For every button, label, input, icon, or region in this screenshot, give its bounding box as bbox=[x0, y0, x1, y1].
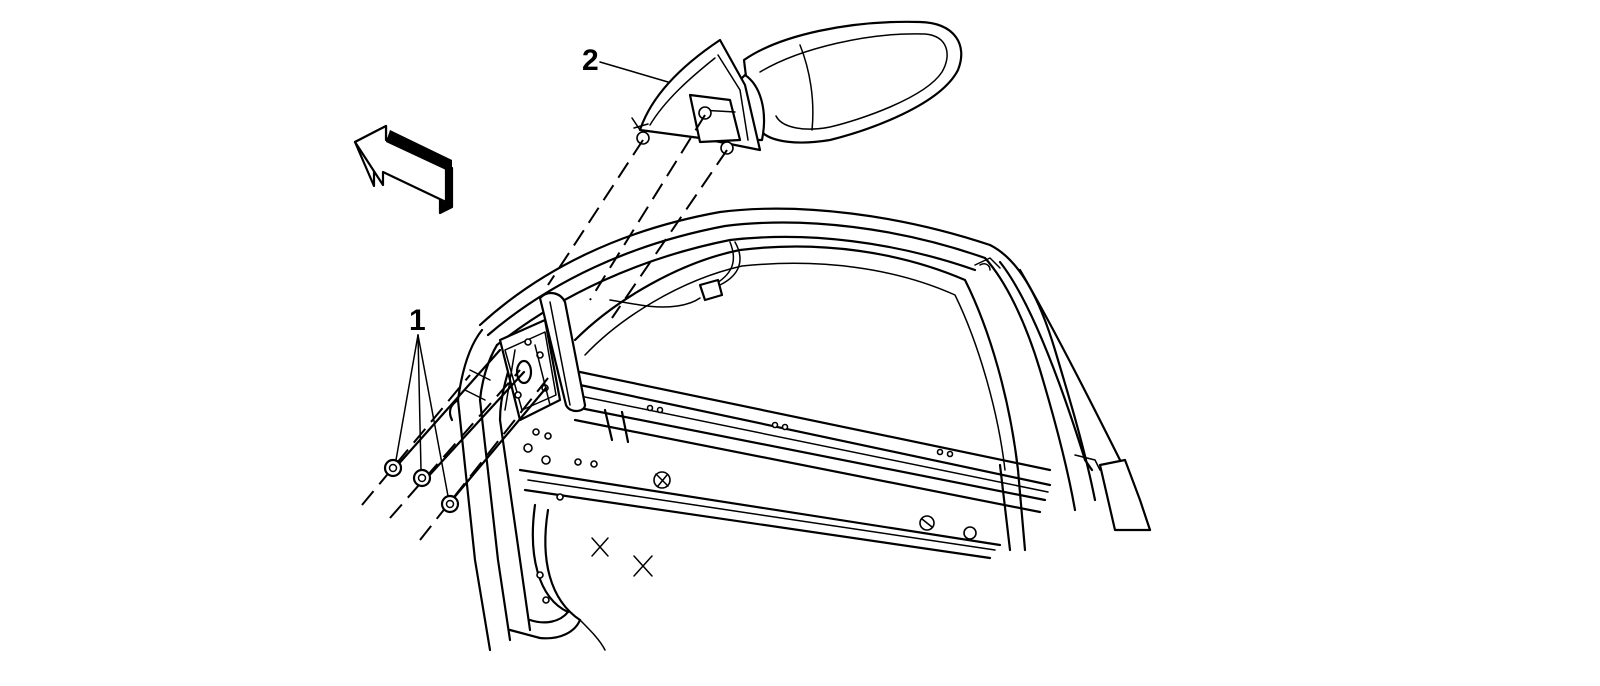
callout-label-mirror: 2 bbox=[582, 44, 599, 77]
front-direction-arrow-icon bbox=[353, 124, 454, 215]
mirror-nuts bbox=[361, 334, 549, 541]
outside-mirror bbox=[599, 20, 963, 155]
callout-label-fasteners: 1 bbox=[409, 304, 426, 337]
nut-icon bbox=[383, 458, 403, 478]
nut-icon bbox=[440, 494, 460, 514]
nut-icon bbox=[412, 468, 432, 488]
alignment-lines-upper bbox=[547, 114, 728, 319]
door-frame bbox=[448, 207, 1152, 652]
